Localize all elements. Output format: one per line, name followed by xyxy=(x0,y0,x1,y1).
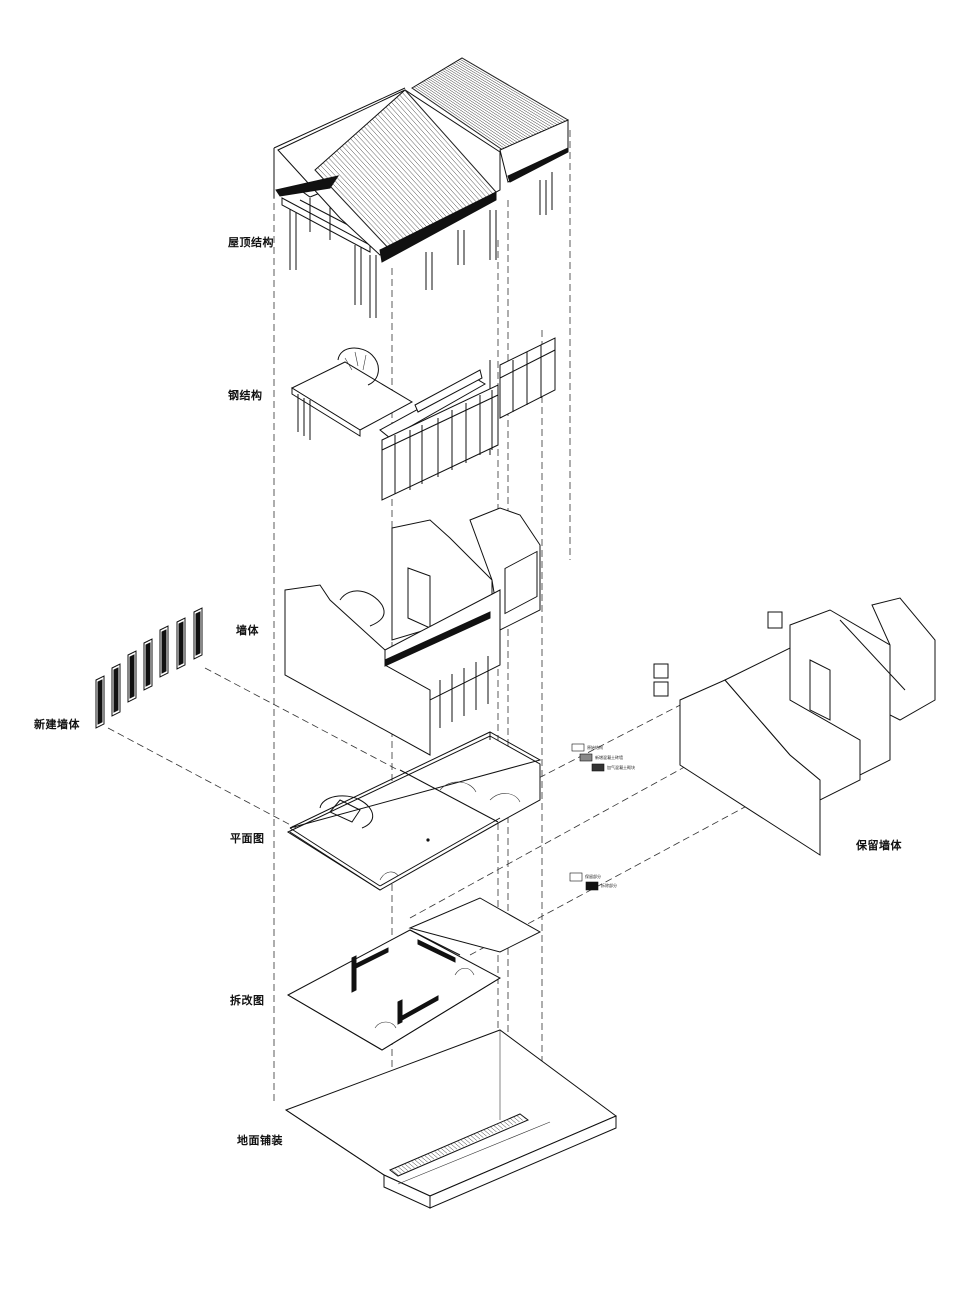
floor-plan xyxy=(286,731,605,891)
ground-paving xyxy=(284,1029,617,1209)
legend-plan-item-2: 新增混凝土砖墙 xyxy=(595,755,623,760)
walls xyxy=(284,507,541,756)
roof-structure xyxy=(273,57,569,318)
label-new-walls: 新建墙体 xyxy=(34,718,80,731)
label-walls: 墙体 xyxy=(236,624,259,637)
label-retained-walls: 保留墙体 xyxy=(856,839,902,852)
legend-demo-item-1: 保留部分 xyxy=(585,874,601,879)
roof-hatch-back xyxy=(411,57,569,156)
label-ground-paving: 地面铺装 xyxy=(237,1134,283,1147)
steel-structure xyxy=(290,337,556,501)
new-walls xyxy=(95,607,203,729)
legend-plan-item-3: 加气混凝土砌块 xyxy=(607,765,635,770)
label-floor-plan: 平面图 xyxy=(230,832,265,845)
retained-walls xyxy=(653,597,936,856)
label-roof-structure: 屋顶结构 xyxy=(228,236,274,249)
legend-demo-item-2: 拆除部分 xyxy=(601,883,617,888)
legend-plan-item-1: 原始结构 xyxy=(587,745,603,750)
demolition-plan xyxy=(286,872,599,1051)
label-demolition-plan: 拆改图 xyxy=(230,994,265,1007)
paving-strip-hatch xyxy=(391,1113,527,1176)
label-steel-structure: 钢结构 xyxy=(228,389,263,402)
